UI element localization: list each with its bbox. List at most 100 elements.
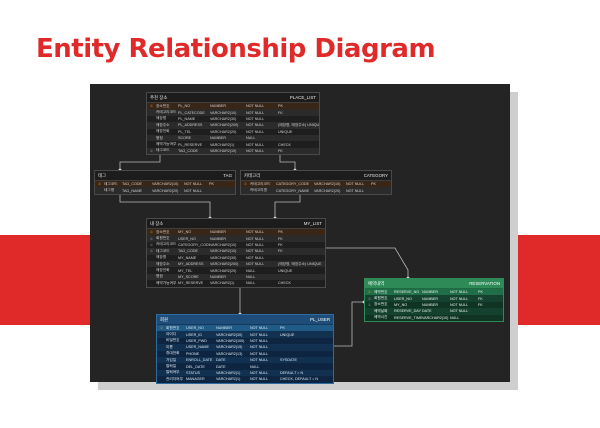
link-placelist-tag xyxy=(119,150,161,170)
link-category-mylist xyxy=(274,188,301,218)
primary-key-icon: ⚿ xyxy=(98,182,101,187)
link-placelist-category xyxy=(279,150,296,170)
column-type: VARCHAR2(20) xyxy=(210,268,237,273)
column-nullable: NOT NULL xyxy=(246,129,265,134)
column-nullable: NOT NULL xyxy=(250,370,269,375)
column-nullable: NULL xyxy=(246,136,256,141)
foreign-key-icon: ⚿ xyxy=(368,302,371,307)
link-mylist-reservation xyxy=(324,247,409,278)
table-title-korean: 추천 장소 xyxy=(150,94,168,100)
column-type: VARCHAR2(30) xyxy=(210,255,237,260)
column-type: VARCHAR2(15) xyxy=(216,345,243,350)
column-nullable: NOT NULL xyxy=(184,188,203,193)
column-type: VARCHAR2(10) xyxy=(210,249,237,254)
column-name: RESERVE_NO xyxy=(394,290,420,295)
column-type: NUMBER xyxy=(210,274,226,279)
column-nullable: NOT NULL xyxy=(250,326,269,331)
table-title-name: RESERVATION xyxy=(469,281,500,286)
column-constraint: FK xyxy=(278,110,283,115)
primary-key-icon: ⚿ xyxy=(150,230,153,235)
column-type: VARCHAR2(200) xyxy=(210,262,239,267)
column-nullable: NOT NULL xyxy=(250,338,269,343)
column-constraint: UNIQUE xyxy=(278,268,293,273)
column-constraint: FK xyxy=(278,242,283,247)
column-nullable: NULL xyxy=(450,315,460,320)
column-type: VARCHAR2(100) xyxy=(216,338,245,343)
column-constraint: (매장명, 매장주소) UNIQUE xyxy=(278,261,322,266)
column-constraint: FK xyxy=(278,148,283,153)
foreign-key-icon: ⚿ xyxy=(150,236,153,241)
column-nullable: NOT NULL xyxy=(250,332,269,337)
foreign-key-icon: ⚿ xyxy=(150,148,153,153)
column-label: 태그코드 xyxy=(156,148,170,153)
column-name: USER_NAME xyxy=(186,345,209,350)
table-header: 회원 PL_USER xyxy=(157,315,333,325)
column-label: 이름 xyxy=(166,344,173,349)
column-nullable: NOT NULL xyxy=(246,230,265,235)
column-label: 카테고리코드 xyxy=(156,242,177,247)
table-title-name: PLACE_LIST xyxy=(289,95,316,100)
column-label: 카테고리코드 xyxy=(156,110,177,115)
column-constraint: FK xyxy=(278,236,283,241)
column-name: MY_ADDRESS xyxy=(178,262,204,267)
column-type: VARCHAR2(20) xyxy=(210,129,237,134)
column-label: 장소번호 xyxy=(156,229,170,234)
column-constraint: UNIQUE xyxy=(280,332,295,337)
column-constraint: PK xyxy=(209,182,214,187)
table-title-name: PL_USER xyxy=(309,317,330,322)
column-type: VARCHAR2(1) xyxy=(216,377,241,382)
column-type: VARCHAR2(10) xyxy=(314,182,341,187)
column-constraint: SYSDATE xyxy=(280,358,297,363)
column-name: MY_NO xyxy=(394,302,408,307)
column-label: 예약번호 xyxy=(374,289,388,294)
column-type: VARCHAR2(10) xyxy=(152,182,179,187)
column-name: PL_ADDRESS xyxy=(178,123,203,128)
column-nullable: NULL xyxy=(246,281,256,286)
column-nullable: NOT NULL xyxy=(450,296,469,301)
column-constraint: CHECK xyxy=(278,142,291,147)
column-label: 예약시간 xyxy=(374,315,388,320)
table-title-name: CATEGORY xyxy=(363,173,388,178)
column-nullable: NOT NULL xyxy=(250,345,269,350)
column-name: MY_SCORE xyxy=(178,274,199,279)
column-constraint: FK xyxy=(478,302,483,307)
column-constraint: CHECK, DEFAULT = N xyxy=(280,377,319,382)
column-type: VARCHAR2(13) xyxy=(216,351,243,356)
column-type: NUMBER xyxy=(210,104,226,109)
column-label: 탈퇴일 xyxy=(166,364,177,369)
column-constraint: PK xyxy=(278,104,283,109)
column-type: VARCHAR2(1) xyxy=(210,281,235,286)
column-constraint: PK xyxy=(478,290,483,295)
column-nullable: NOT NULL xyxy=(246,262,265,267)
column-nullable: NOT NULL xyxy=(250,351,269,356)
column-label: 매장명 xyxy=(156,255,167,260)
table-title-korean: 회원 xyxy=(160,316,169,322)
column-name: RESERVE_TIME xyxy=(394,315,422,320)
column-nullable: NOT NULL xyxy=(246,123,265,128)
column-nullable: NOT NULL xyxy=(246,242,265,247)
column-name: USER_NO xyxy=(394,296,412,301)
